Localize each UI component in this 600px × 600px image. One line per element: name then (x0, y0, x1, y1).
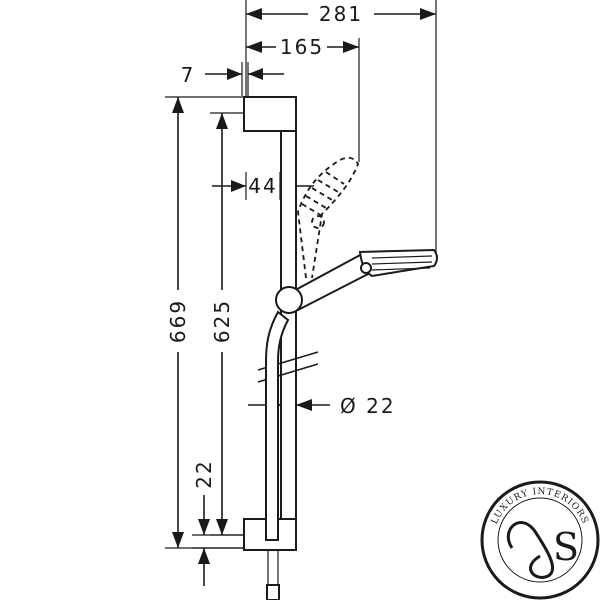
dimension-625: 625 (210, 112, 244, 536)
top-wall-bracket (243, 96, 297, 132)
dim-label-281: 281 (319, 2, 363, 26)
shower-rail-set (243, 96, 438, 600)
dim-label-44: 44 (248, 174, 277, 198)
dimension-669: 669 (165, 96, 244, 549)
dim-label-165: 165 (280, 35, 324, 59)
dim-label-669: 669 (166, 299, 190, 343)
dim-label-625: 625 (210, 299, 234, 343)
dimension-7: 7 (181, 62, 284, 96)
logo-monogram: S (553, 525, 579, 569)
dimension-44: 44 (212, 172, 314, 200)
dimension-281: 281 (245, 0, 437, 262)
dimension-22-bottom: 22 (192, 459, 244, 586)
alt-position-outline (297, 156, 359, 279)
slider-holder (275, 286, 303, 314)
dimension-165: 165 (245, 30, 360, 162)
shower-hose (265, 310, 290, 541)
dim-label-diameter-22: Ø 22 (340, 394, 396, 418)
dim-label-22-bottom: 22 (192, 459, 216, 488)
dim-label-7: 7 (181, 63, 196, 87)
luxury-interiors-logo: LUXURY INTERIORS S (480, 480, 600, 600)
